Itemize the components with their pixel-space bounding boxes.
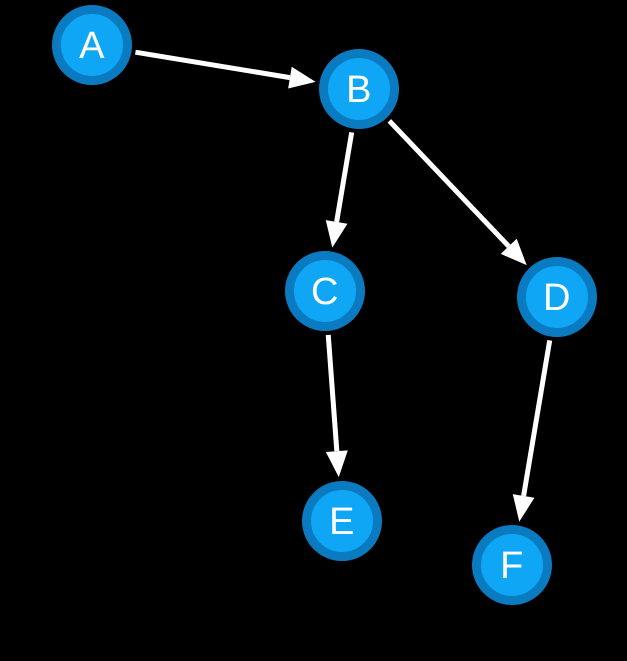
node-label: F xyxy=(500,545,524,587)
arrowhead-icon xyxy=(512,494,535,522)
graph-node-b[interactable]: B xyxy=(319,49,399,129)
node-circle xyxy=(302,481,382,561)
node-label: E xyxy=(329,501,355,543)
arrowhead-icon xyxy=(500,238,527,266)
node-label: C xyxy=(311,271,339,313)
edge-line xyxy=(325,334,340,452)
arrowhead-icon xyxy=(325,220,348,248)
edge-a-to-b[interactable] xyxy=(135,49,316,89)
graph-node-e[interactable]: E xyxy=(302,481,382,561)
graph-node-f[interactable]: F xyxy=(472,525,552,605)
node-label: D xyxy=(543,277,571,319)
edge-b-to-d[interactable] xyxy=(387,119,527,266)
edge-c-to-e[interactable] xyxy=(325,334,348,478)
node-circle xyxy=(52,5,132,85)
node-circle xyxy=(285,251,365,331)
edge-b-to-c[interactable] xyxy=(325,131,355,248)
edge-line xyxy=(387,119,511,249)
node-circle xyxy=(319,49,399,129)
edge-line xyxy=(334,131,355,223)
graph-node-c[interactable]: C xyxy=(285,251,365,331)
node-label: B xyxy=(346,69,372,111)
graph-node-d[interactable]: D xyxy=(517,257,597,337)
arrowhead-icon xyxy=(288,66,316,89)
nodes-layer: A B C D E F xyxy=(52,5,597,605)
node-label: A xyxy=(79,25,105,67)
edge-line xyxy=(135,49,291,81)
node-circle xyxy=(472,525,552,605)
graph-node-a[interactable]: A xyxy=(52,5,132,85)
edge-d-to-f[interactable] xyxy=(512,339,553,522)
arrowhead-icon xyxy=(325,450,348,478)
edges-layer xyxy=(135,49,553,522)
edge-line xyxy=(521,339,553,497)
node-circle xyxy=(517,257,597,337)
